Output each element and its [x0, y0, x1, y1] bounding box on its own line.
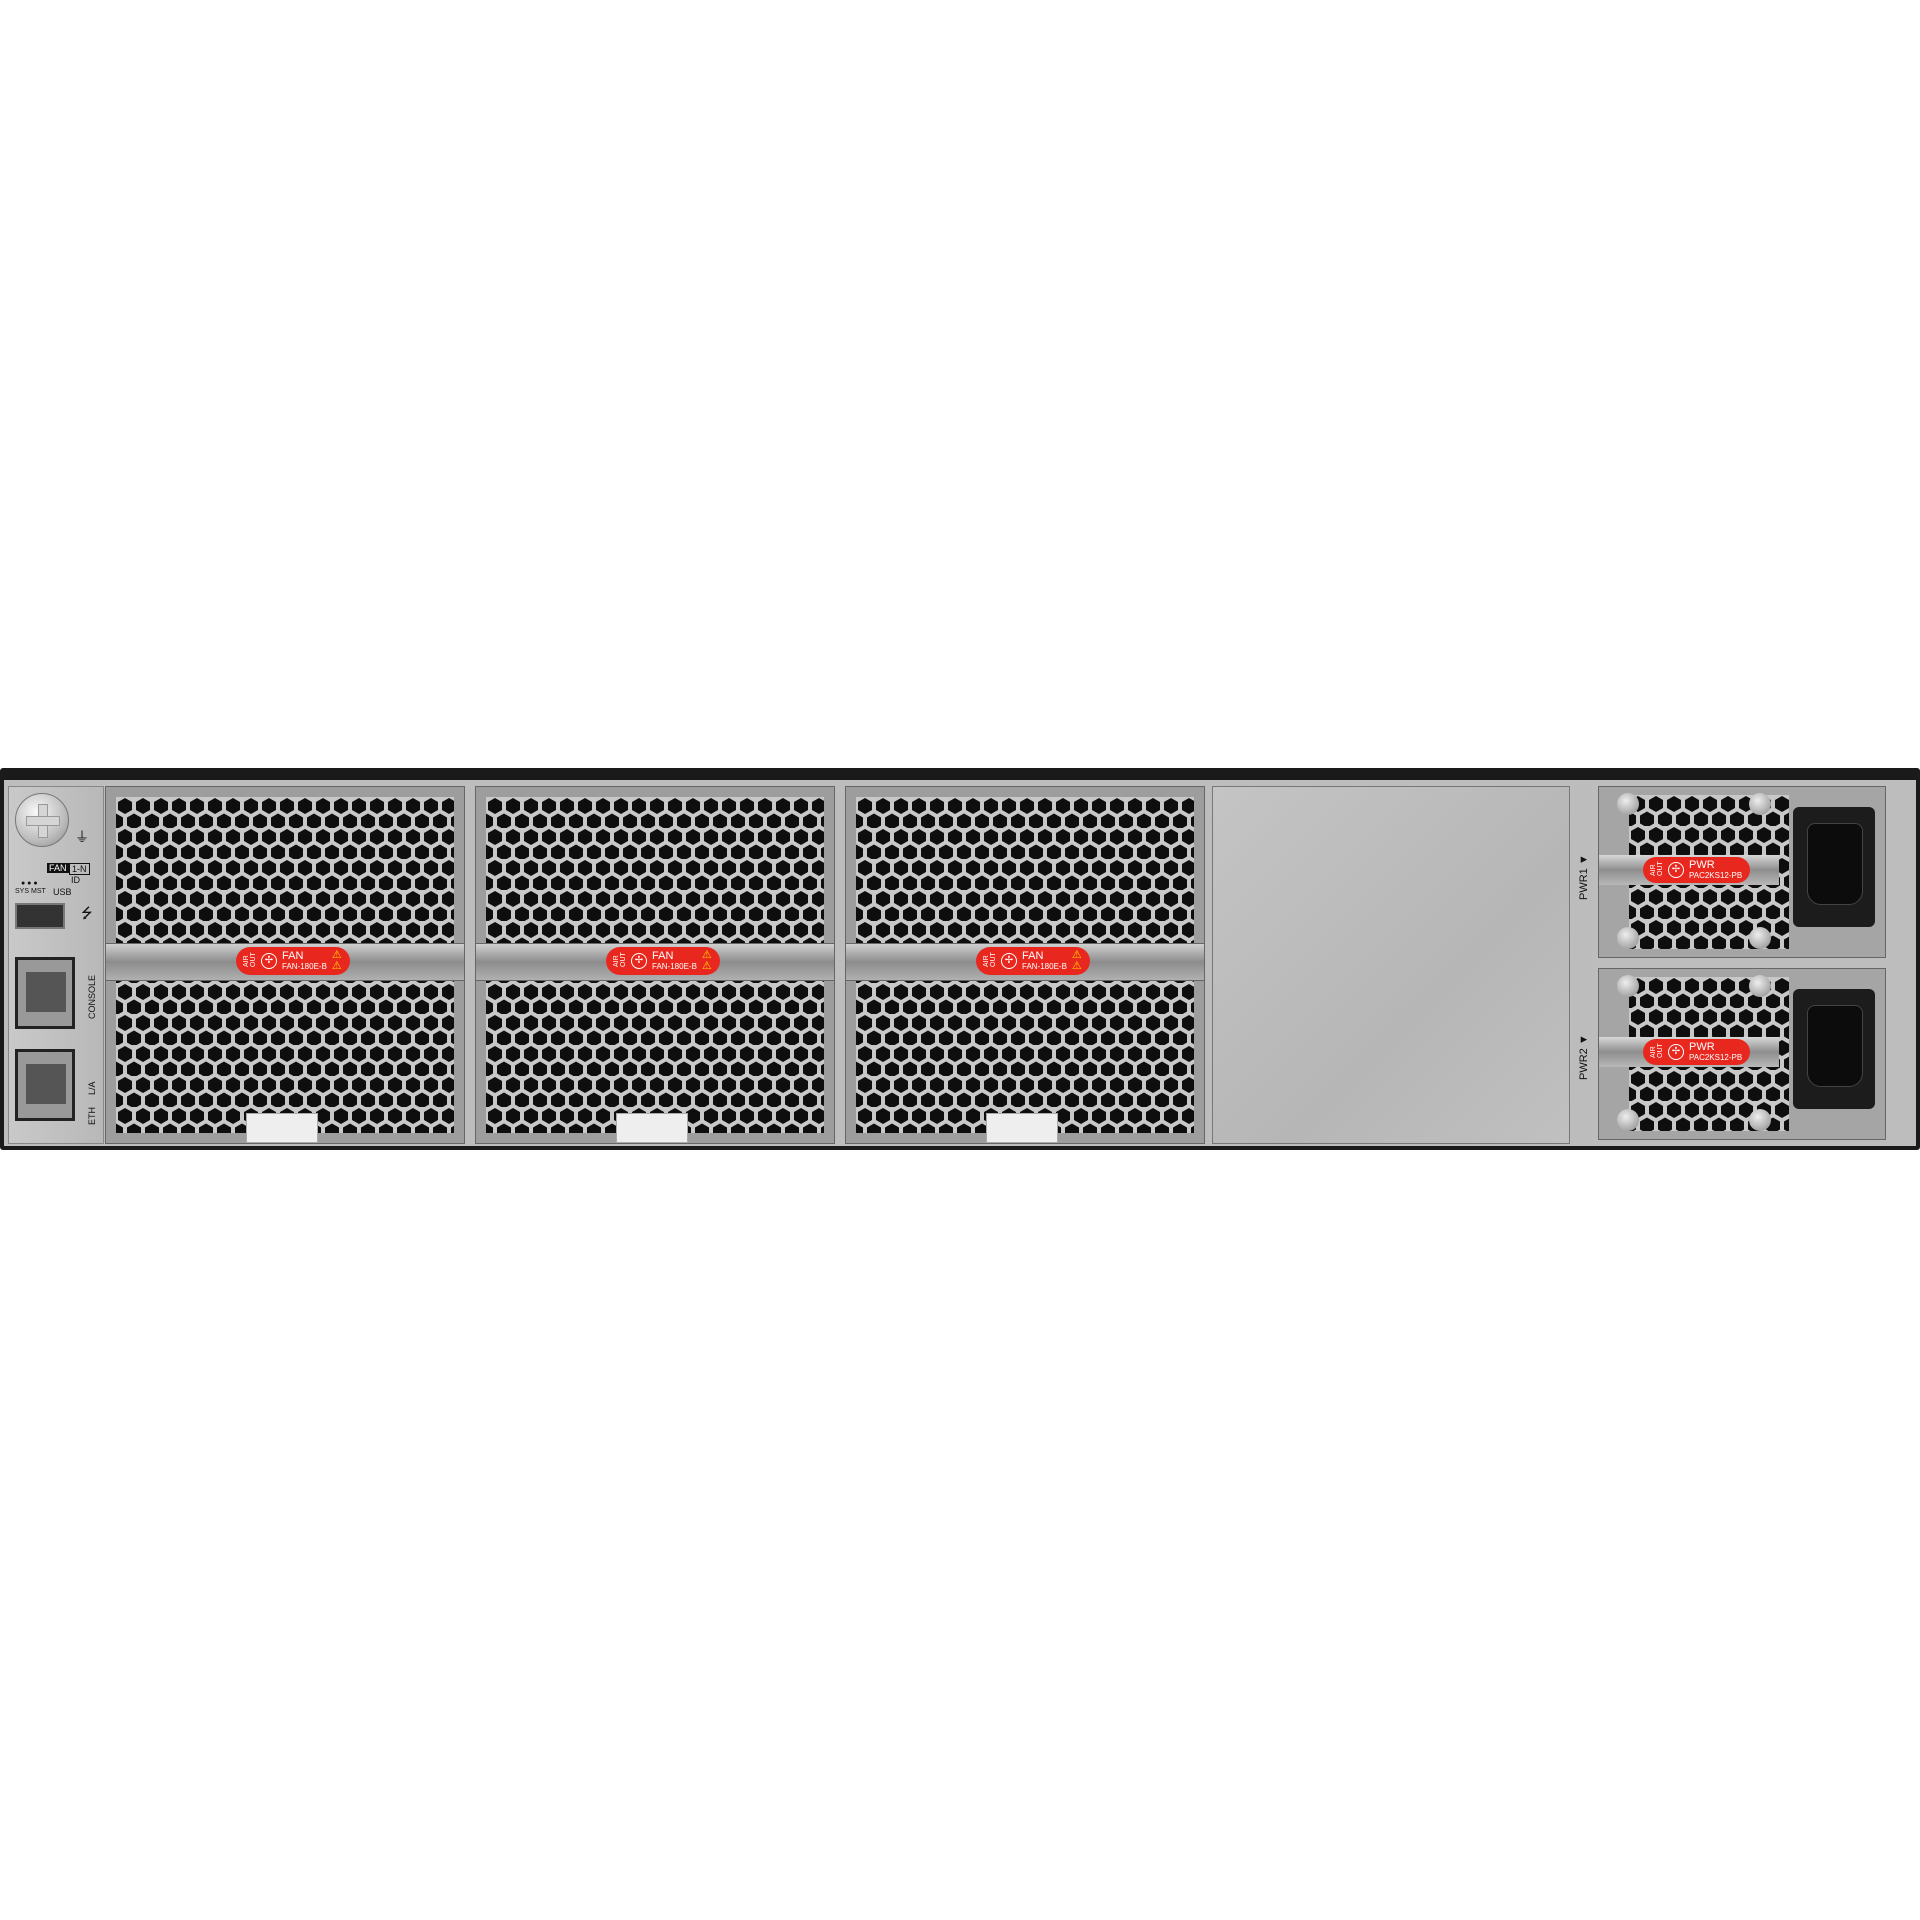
module-model: FAN-180E-B — [1022, 961, 1067, 971]
psu-screw — [1749, 975, 1771, 997]
pwr1-slot-label: PWR1 ▼ — [1578, 854, 1590, 900]
warning-icon: ⚠⚠ — [1071, 949, 1082, 972]
sys-led-label: SYS — [15, 888, 30, 895]
ground-icon: ⏚ — [75, 829, 89, 845]
module-model: PAC2KS12-PB — [1689, 870, 1743, 880]
psu-screw — [1617, 975, 1639, 997]
fan-icon: ✢ — [1001, 953, 1017, 969]
ground-screw — [15, 793, 69, 847]
psu-screw — [1617, 927, 1639, 949]
fan-pull-tab[interactable] — [246, 1113, 318, 1143]
usb-led-label: USB — [53, 887, 72, 897]
mst-led-label: MST — [31, 888, 46, 895]
usb-port[interactable] — [15, 903, 65, 929]
warning-icon: ⚠⚠ — [331, 949, 342, 972]
module-type: FAN — [1022, 950, 1044, 963]
air-out-text: AIR OUT — [613, 952, 627, 967]
fan-badge-range: 1-N — [69, 863, 90, 875]
console-port[interactable] — [15, 957, 75, 1029]
eth-label: ETH — [87, 1107, 97, 1125]
module-type: FAN — [652, 950, 674, 963]
module-type: PWR — [1689, 859, 1715, 872]
pwr2-slot-label: PWR2 ▼ — [1578, 1034, 1590, 1080]
usb-icon: ⭍ — [81, 905, 93, 921]
console-label: CONSOLE — [87, 974, 97, 1019]
fan-badge: FAN — [47, 863, 69, 873]
psu-screw — [1617, 793, 1639, 815]
fan-icon: ✢ — [1668, 1044, 1684, 1060]
power-inlet[interactable] — [1793, 807, 1875, 927]
air-out-text: AIR OUT — [243, 952, 257, 967]
fan-pull-tab[interactable] — [986, 1113, 1058, 1143]
management-panel: ⏚ FAN 1-N ● ● ● ID SYS MST USB ⭍ CONSOLE… — [8, 786, 104, 1144]
fan-icon: ✢ — [631, 953, 647, 969]
fan-icon: ✢ — [261, 953, 277, 969]
psu-screw — [1749, 927, 1771, 949]
module-model: FAN-180E-B — [652, 961, 697, 971]
la-led-label: L/A — [87, 1081, 97, 1095]
module-type: FAN — [282, 950, 304, 963]
air-out-text: AIR OUT — [1650, 1043, 1664, 1058]
blank-slot-cover — [1212, 786, 1570, 1144]
psu-bay-rail — [1572, 786, 1592, 1142]
module-model: PAC2KS12-PB — [1689, 1052, 1743, 1062]
air-out-text: AIR OUT — [983, 952, 997, 967]
warning-icon: ⚠⚠ — [701, 949, 712, 972]
power-inlet[interactable] — [1793, 989, 1875, 1109]
air-out-text: AIR OUT — [1650, 861, 1664, 876]
psu-screw — [1617, 1109, 1639, 1131]
id-led-label: ID — [71, 875, 80, 885]
eth-port[interactable] — [15, 1049, 75, 1121]
fan-pull-tab[interactable] — [616, 1113, 688, 1143]
module-model: FAN-180E-B — [282, 961, 327, 971]
fan-icon: ✢ — [1668, 862, 1684, 878]
module-type: PWR — [1689, 1041, 1715, 1054]
psu-screw — [1749, 1109, 1771, 1131]
psu-screw — [1749, 793, 1771, 815]
